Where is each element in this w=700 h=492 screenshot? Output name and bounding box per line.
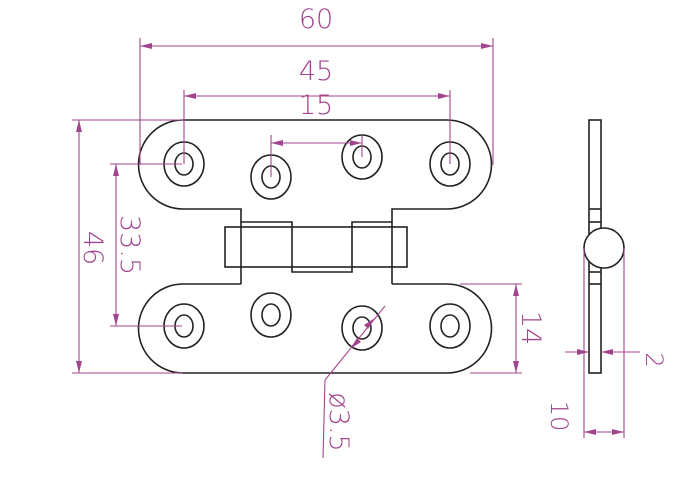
dimension-46: 46: [72, 119, 183, 374]
dimension-label: ø3.5: [323, 392, 354, 451]
dimension-15: 15: [270, 90, 363, 177]
knuckle-block: [224, 222, 408, 284]
dimension-label: 14: [515, 311, 546, 345]
dimension-10: 10: [545, 248, 625, 438]
screw-holes: [163, 134, 471, 351]
dimension-2: 2: [565, 349, 668, 368]
hole: [250, 292, 292, 338]
side-view: [583, 119, 625, 374]
hole: [429, 303, 471, 349]
dimension-label: 46: [77, 231, 108, 265]
dimension-label: 10: [545, 401, 573, 432]
dimension-label: 15: [299, 90, 333, 121]
dimension-label: 33.5: [114, 215, 145, 275]
dimension-33-5: 33.5: [110, 163, 182, 327]
dimension-45: 45: [183, 56, 451, 164]
dimension-label: 2: [640, 352, 668, 367]
bottom-leaf: [137, 283, 493, 374]
dimension-60: 60: [139, 4, 494, 165]
dimension-label: 60: [299, 4, 333, 35]
dimension-14: 14: [460, 283, 546, 374]
dimension-label: 45: [299, 56, 333, 87]
hole: [341, 305, 383, 351]
dimension-hole-diameter: ø3.5: [322, 305, 386, 459]
top-leaf: [137, 119, 493, 273]
